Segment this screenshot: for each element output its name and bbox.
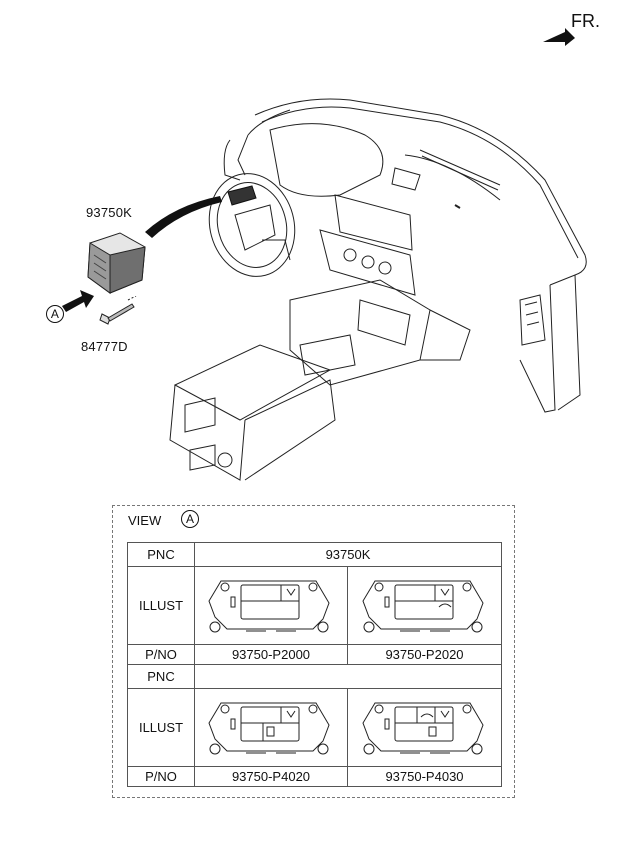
row-label-pno: P/NO: [127, 644, 195, 665]
car-interior-illustration: [145, 98, 587, 481]
row-label-pnc: PNC: [127, 542, 195, 567]
view-title: VIEW: [128, 513, 162, 528]
arrow-icon: [62, 290, 94, 312]
table-row: P/NO 93750-P4020 93750-P4030: [127, 766, 502, 787]
view-ref-circle: A: [181, 510, 199, 528]
illust-cell: [347, 688, 502, 767]
table-row: ILLUST: [127, 566, 502, 645]
table-row: PNC 93750K: [127, 542, 502, 567]
part-number: 93750-P2020: [347, 644, 502, 665]
table-row: ILLUST: [127, 688, 502, 767]
table-row: P/NO 93750-P2000 93750-P2020: [127, 644, 502, 665]
view-a-panel: [112, 505, 515, 798]
illust-cell: [194, 688, 348, 767]
illust-cell: [194, 566, 348, 645]
switch-panel-illustration: [208, 702, 330, 754]
screw-illustration: [99, 296, 137, 325]
illust-cell: [347, 566, 502, 645]
direction-label: FR.: [571, 11, 600, 31]
parts-table: PNC 93750K ILLUST: [127, 542, 502, 787]
row-label-illust: ILLUST: [127, 688, 195, 767]
part-number: 93750-P4020: [194, 766, 348, 787]
fr-arrow-icon: [543, 28, 575, 46]
row-label-pno: P/NO: [127, 766, 195, 787]
part-number: 93750-P4030: [347, 766, 502, 787]
table-row: PNC: [127, 664, 502, 689]
callout-a: A: [46, 305, 64, 323]
pnc-value-1: 93750K: [194, 542, 502, 567]
row-label-pnc: PNC: [127, 664, 195, 689]
switch-panel-illustration: [361, 580, 484, 632]
pnc-value-2: [194, 664, 502, 689]
row-label-illust: ILLUST: [127, 566, 195, 645]
part-label-module: 93750K: [86, 205, 133, 220]
switch-module-illustration: [87, 232, 146, 294]
switch-panel-illustration: [208, 580, 330, 632]
part-label-screw: 84777D: [81, 339, 128, 354]
part-number: 93750-P2000: [194, 644, 348, 665]
switch-panel-illustration: [361, 702, 484, 754]
